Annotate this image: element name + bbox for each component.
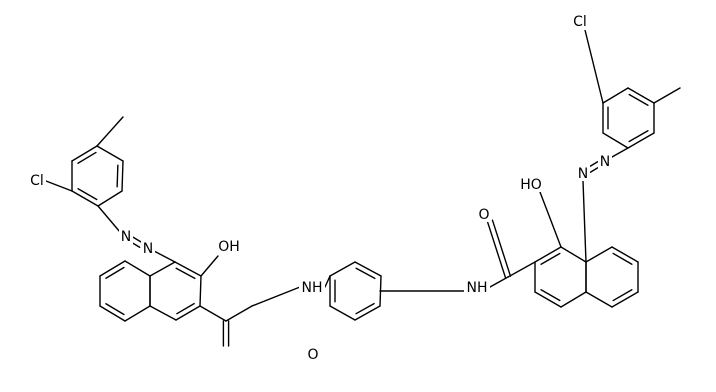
aromatic-inner-line [355, 302, 375, 315]
single-bond [121, 160, 124, 192]
single-bond [611, 147, 629, 158]
amide-nh-left: NH [302, 280, 323, 296]
single-bond [539, 191, 562, 248]
single-bond [602, 132, 629, 149]
carbonyl-oxygen-right: O [478, 207, 489, 223]
azo-nitrogen-right-upper: N [600, 154, 610, 170]
single-bond [560, 291, 587, 308]
single-bond [653, 87, 681, 104]
single-bond [99, 260, 126, 277]
chlorine-atom-left: Cl [30, 173, 44, 189]
single-bond [45, 180, 73, 192]
single-bond [200, 255, 219, 277]
single-bond [611, 246, 639, 263]
single-bond [97, 190, 123, 207]
aromatic-inner-line [628, 130, 649, 143]
single-bond [96, 145, 124, 162]
double-bond-line [486, 221, 507, 279]
azo-nitrogen-left-lower: N [143, 241, 153, 257]
single-bond [199, 305, 227, 322]
single-bond [329, 305, 356, 321]
aromatic-inner-line [628, 93, 649, 106]
single-bond [199, 275, 202, 307]
single-bond [71, 145, 98, 162]
single-bond [534, 246, 562, 263]
aromatic-inner-line [355, 267, 376, 280]
single-bond [324, 275, 331, 288]
single-bond [149, 261, 176, 277]
single-bond [175, 305, 201, 321]
aromatic-inner-line [77, 151, 97, 164]
single-bond [507, 261, 536, 278]
azo-nitrogen-right-lower: N [578, 166, 588, 182]
single-bond [124, 305, 151, 322]
aromatic-inner-line [176, 302, 195, 315]
single-bond [582, 180, 587, 263]
atom-label-layer: Cl N N OH NH O NH O HO N N Cl [28, 12, 612, 363]
aromatic-inner-line [612, 252, 633, 265]
single-bond [149, 305, 177, 321]
double-bond-line [131, 236, 144, 244]
single-bond [96, 116, 124, 147]
hydroxyl-left: OH [218, 239, 240, 255]
amide-nh-right: NH [467, 280, 488, 296]
single-bond [99, 305, 126, 322]
aromatic-inner-line [175, 267, 196, 280]
single-bond [585, 246, 613, 263]
single-bond [329, 261, 356, 277]
aromatic-inner-line [77, 188, 98, 201]
carbonyl-oxygen-left: O [307, 347, 318, 363]
single-bond [225, 305, 253, 322]
azo-nitrogen-left-upper: N [121, 229, 131, 245]
single-bond [174, 261, 202, 277]
aromatic-inner-line [116, 164, 119, 188]
single-bond [584, 29, 604, 104]
aromatic-inner-line [105, 266, 125, 279]
single-bond [585, 291, 613, 308]
double-bond-line [491, 219, 512, 277]
single-bond [560, 246, 587, 263]
single-bond [354, 261, 382, 277]
aromatic-inner-line [612, 289, 633, 302]
single-bond [97, 205, 121, 233]
single-bond [489, 276, 509, 288]
single-bond [627, 132, 655, 149]
single-bond [611, 291, 639, 308]
single-bond [124, 260, 151, 277]
aromatic-inner-line [540, 289, 561, 302]
single-bond [153, 250, 176, 263]
single-bond [71, 190, 99, 207]
single-bond [627, 87, 655, 104]
single-bond [251, 286, 301, 307]
aromatic-inner-line [540, 252, 561, 265]
chlorine-atom-right: Cl [573, 14, 587, 30]
single-bond [534, 291, 562, 308]
single-bond [354, 305, 381, 321]
bond-layer [45, 29, 681, 347]
aromatic-inner-line [105, 303, 125, 316]
hydroxyl-right: HO [520, 177, 542, 193]
single-bond [602, 87, 629, 104]
